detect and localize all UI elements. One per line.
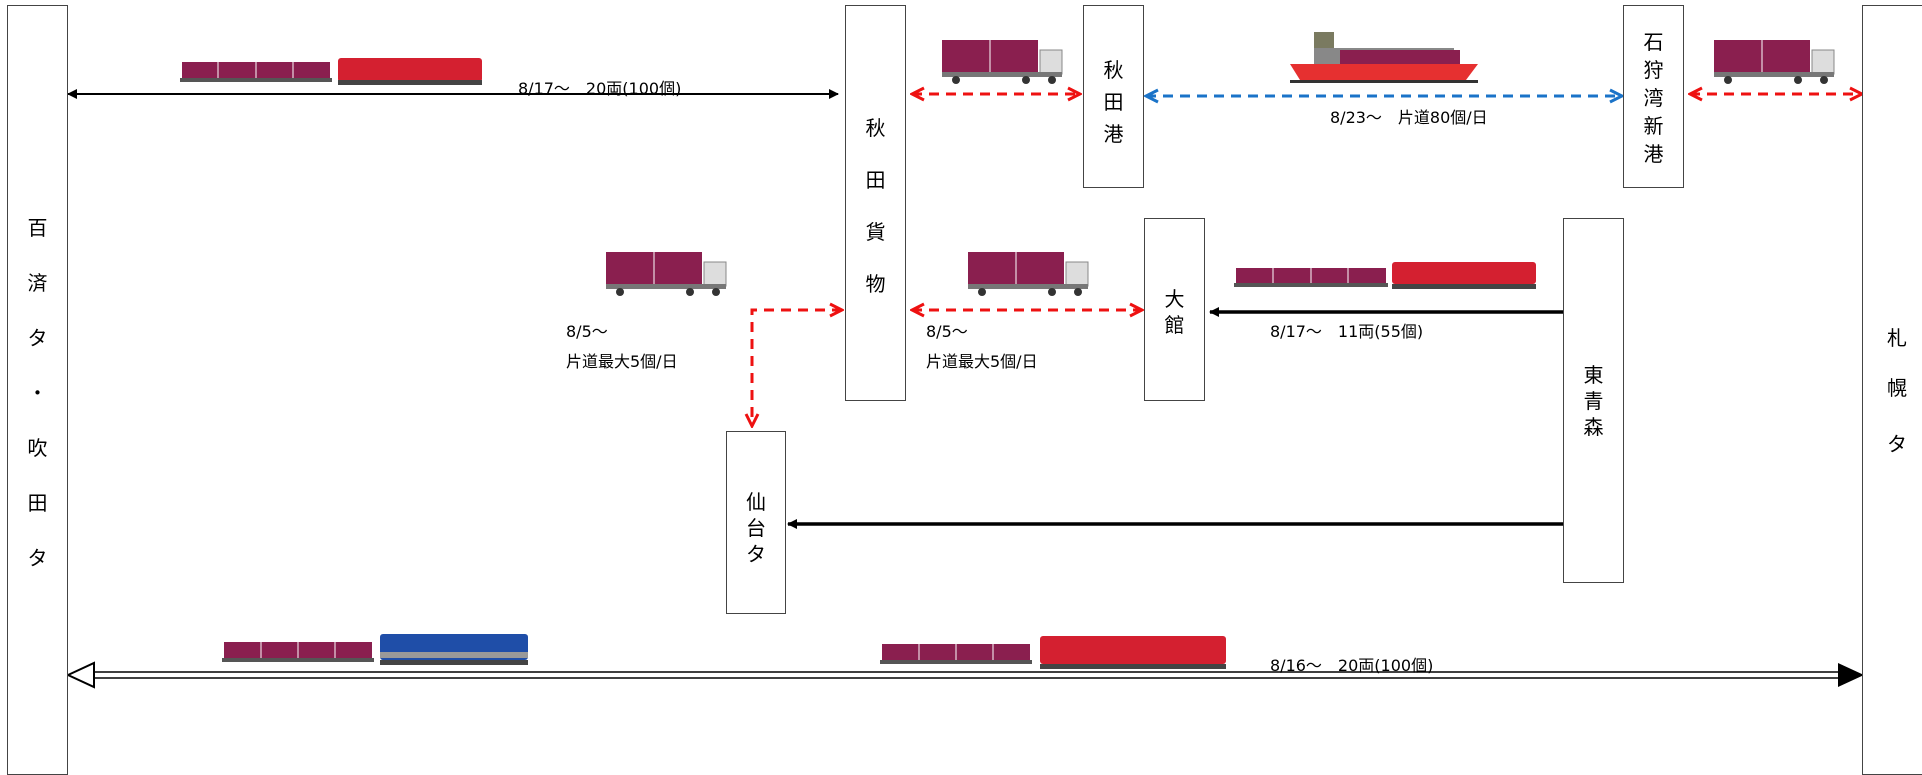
station-odate: 大 館 xyxy=(1144,218,1205,401)
truck-mid-left-icon xyxy=(606,252,727,296)
train-bottom-left-icon xyxy=(222,634,528,665)
truck-sendai-date: 8/5～ xyxy=(566,322,608,341)
station-ishikari-char: 港 xyxy=(1643,142,1664,166)
station-sapporo-char: 札 xyxy=(1887,326,1907,350)
station-sapporo-char: 幌 xyxy=(1887,376,1907,400)
station-left-char: タ xyxy=(27,546,48,570)
station-ishikari-char: 狩 xyxy=(1643,58,1664,82)
truck-sendai-arrow xyxy=(752,310,842,426)
station-akita-kamotsu-char: 秋 xyxy=(865,116,886,140)
train-bottom-center-icon xyxy=(880,636,1226,669)
station-akita-kamotsu-char: 田 xyxy=(865,168,886,192)
station-akita-port-char: 田 xyxy=(1103,90,1124,114)
station-left-char: 吹 xyxy=(27,436,48,460)
station-higashi-aomori-char: 青 xyxy=(1583,389,1604,413)
station-ishikari-char: 新 xyxy=(1643,114,1664,138)
station-higashi-aomori-char: 東 xyxy=(1583,363,1604,387)
station-sendai: 仙 台 タ xyxy=(726,431,786,614)
station-ishikari: 石 狩 湾 新 港 xyxy=(1623,5,1684,188)
station-akita-kamotsu: 秋 田 貨 物 xyxy=(845,5,906,401)
station-akita-port-char: 秋 xyxy=(1103,58,1124,82)
bottom-rail-arrow xyxy=(65,661,1864,689)
train-top-icon xyxy=(180,58,482,85)
truck-top-right-icon xyxy=(1714,40,1835,84)
station-left: 百 済 タ ・ 吹 田 タ xyxy=(7,5,68,775)
station-sendai-char: 仙 xyxy=(746,490,766,514)
truck-mid-center-icon xyxy=(968,252,1089,296)
odate-rail-label: 8/17～ 11両(55個) xyxy=(1270,322,1424,341)
station-higashi-aomori-char: 森 xyxy=(1583,415,1604,439)
truck-sendai-label: 片道最大5個/日 xyxy=(566,352,678,371)
station-left-char: ・ xyxy=(27,381,48,405)
station-left-char: 田 xyxy=(27,491,48,515)
station-left-char: タ xyxy=(27,326,48,350)
station-sapporo-char: タ xyxy=(1887,432,1907,456)
truck-odate-date: 8/5～ xyxy=(926,322,968,341)
station-odate-char: 大 xyxy=(1164,287,1185,311)
station-higashi-aomori: 東 青 森 xyxy=(1563,218,1624,583)
station-left-char: 百 xyxy=(27,216,48,240)
truck-top-left-icon xyxy=(942,40,1063,84)
top-rail-label: 8/17～ 20両(100個) xyxy=(518,79,682,98)
station-akita-port-char: 港 xyxy=(1103,122,1124,146)
station-odate-char: 館 xyxy=(1164,313,1185,337)
station-sapporo: 札 幌 タ xyxy=(1862,5,1922,775)
station-left-char: 済 xyxy=(27,271,48,295)
station-akita-kamotsu-char: 貨 xyxy=(865,220,886,244)
ship-icon xyxy=(1290,32,1478,83)
odate-rail-arrow xyxy=(1209,307,1577,317)
station-akita-kamotsu-char: 物 xyxy=(865,272,886,296)
station-sendai-char: タ xyxy=(746,542,766,566)
train-odate-icon xyxy=(1234,262,1536,289)
station-akita-port: 秋 田 港 xyxy=(1083,5,1144,188)
bottom-rail-label: 8/16～ 20両(100個) xyxy=(1270,656,1434,675)
station-sendai-char: 台 xyxy=(746,516,766,540)
truck-odate-label: 片道最大5個/日 xyxy=(926,352,1038,371)
ship-label: 8/23～ 片道80個/日 xyxy=(1330,108,1488,127)
station-ishikari-char: 石 xyxy=(1643,30,1664,54)
station-ishikari-char: 湾 xyxy=(1643,86,1664,110)
